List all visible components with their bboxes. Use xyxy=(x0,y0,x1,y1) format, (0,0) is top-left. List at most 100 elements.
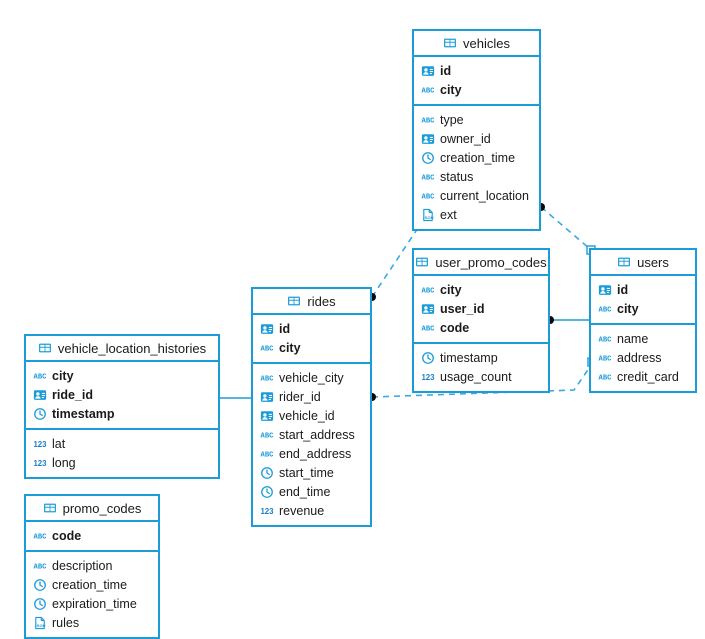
field-row[interactable]: ride_id xyxy=(26,385,218,404)
field-name: city xyxy=(617,301,639,316)
svg-text:123: 123 xyxy=(260,506,274,515)
abc-text-icon: ABC xyxy=(261,375,274,383)
key-id-icon xyxy=(598,284,612,295)
table-header[interactable]: user_promo_codes xyxy=(414,250,548,276)
clock-icon xyxy=(34,578,46,591)
table-header[interactable]: vehicle_location_histories xyxy=(26,336,218,362)
field-row[interactable]: start_time xyxy=(253,463,370,482)
table-header[interactable]: rides xyxy=(253,289,370,315)
field-row[interactable]: ABC status xyxy=(414,167,539,186)
json-icon: JSON xyxy=(35,616,46,629)
field-row[interactable]: vehicle_id xyxy=(253,406,370,425)
abc-text-icon: ABC xyxy=(599,306,612,314)
field-name: code xyxy=(52,528,82,543)
field-row[interactable]: rider_id xyxy=(253,387,370,406)
field-name: ride_id xyxy=(52,387,93,402)
svg-text:ABC: ABC xyxy=(261,451,274,459)
field-name: status xyxy=(440,169,474,184)
svg-text:ABC: ABC xyxy=(422,193,435,201)
table-title: users xyxy=(637,254,669,270)
field-row[interactable]: timestamp xyxy=(414,348,548,367)
number-icon: 123 xyxy=(33,439,47,448)
edge-vehicles-to-users xyxy=(540,206,591,250)
svg-text:ABC: ABC xyxy=(261,375,274,383)
svg-text:ABC: ABC xyxy=(422,87,435,95)
field-row[interactable]: user_id xyxy=(414,299,548,318)
svg-text:ABC: ABC xyxy=(599,306,612,314)
field-row[interactable]: ABC city xyxy=(591,299,695,318)
svg-text:ABC: ABC xyxy=(34,533,47,541)
field-name: creation_time xyxy=(52,577,128,592)
field-name: vehicle_city xyxy=(279,370,344,385)
field-name: expiration_time xyxy=(52,596,137,611)
abc-text-icon: ABC xyxy=(599,336,612,344)
field-row[interactable]: 123 revenue xyxy=(253,501,370,520)
field-name: owner_id xyxy=(440,131,491,146)
svg-text:ABC: ABC xyxy=(34,563,47,571)
field-row[interactable]: id xyxy=(414,61,539,80)
field-name: description xyxy=(52,558,113,573)
clock-icon xyxy=(422,151,434,164)
abc-text-icon: ABC xyxy=(599,374,612,382)
field-row[interactable]: owner_id xyxy=(414,129,539,148)
key-id-icon xyxy=(260,391,274,402)
key-id-icon xyxy=(421,65,435,76)
field-row[interactable]: id xyxy=(253,319,370,338)
svg-text:ABC: ABC xyxy=(422,117,435,125)
table-header[interactable]: promo_codes xyxy=(26,496,158,522)
field-row[interactable]: ABC description xyxy=(26,556,158,575)
svg-text:ABC: ABC xyxy=(422,325,435,333)
table-header[interactable]: users xyxy=(591,250,695,276)
field-row[interactable]: ABC code xyxy=(26,526,158,545)
table-title: user_promo_codes xyxy=(435,254,547,270)
svg-text:ABC: ABC xyxy=(261,345,274,353)
field-row[interactable]: creation_time xyxy=(26,575,158,594)
field-row[interactable]: ABC vehicle_city xyxy=(253,368,370,387)
field-name: id xyxy=(279,321,291,336)
field-name: code xyxy=(440,320,470,335)
table-header[interactable]: vehicles xyxy=(414,31,539,57)
clock-icon xyxy=(34,407,46,420)
svg-text:123: 123 xyxy=(33,458,47,467)
abc-text-icon: ABC xyxy=(261,345,274,353)
field-row[interactable]: end_time xyxy=(253,482,370,501)
svg-text:ABC: ABC xyxy=(422,174,435,182)
field-row[interactable]: timestamp xyxy=(26,404,218,423)
field-name: revenue xyxy=(279,503,325,518)
field-row[interactable]: expiration_time xyxy=(26,594,158,613)
field-row[interactable]: ABC code xyxy=(414,318,548,337)
abc-text-icon: ABC xyxy=(261,432,274,440)
svg-text:ABC: ABC xyxy=(599,374,612,382)
field-row[interactable]: id xyxy=(591,280,695,299)
table-title: vehicle_location_histories xyxy=(57,340,207,356)
table-grid-icon xyxy=(618,257,631,267)
field-name: id xyxy=(440,63,452,78)
field-row[interactable]: creation_time xyxy=(414,148,539,167)
